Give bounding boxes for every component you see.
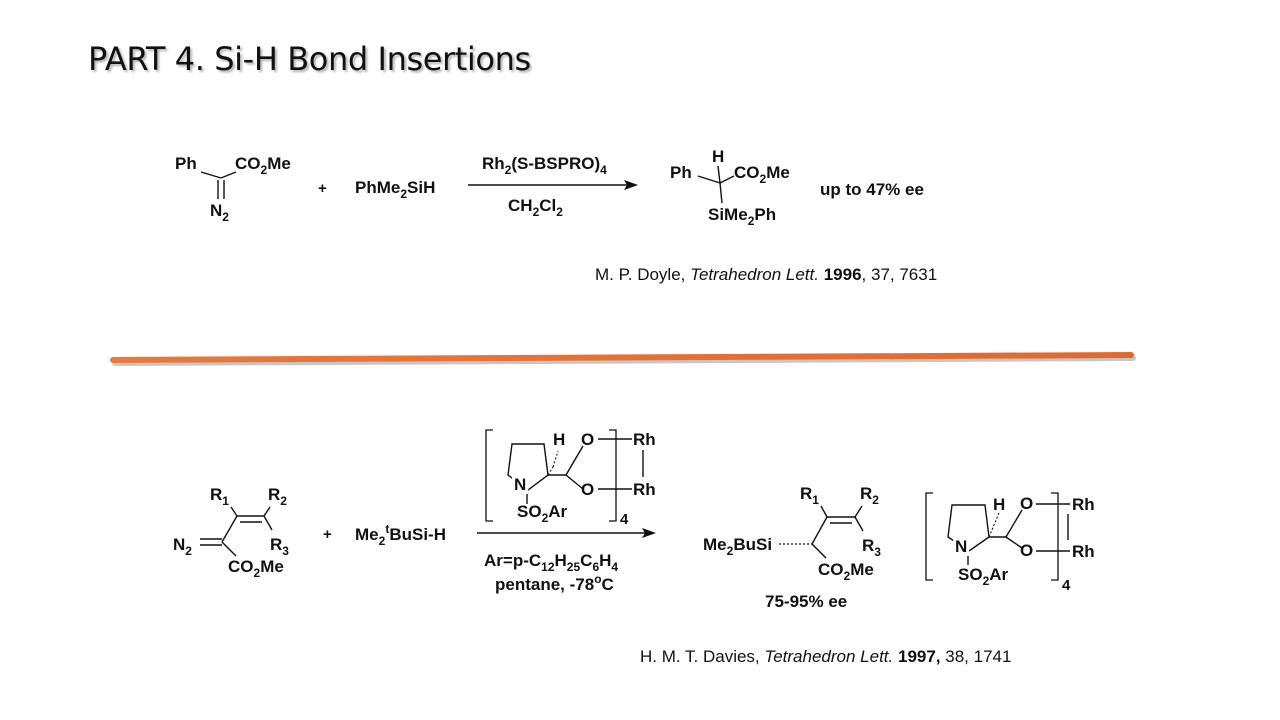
catalyst-2-o-bottom: O — [581, 480, 594, 499]
sm-ph-label: Ph — [175, 154, 197, 173]
catalyst-2r-so2ar: SO2Ar — [958, 565, 1009, 588]
product-2-co2me-label: CO2Me — [818, 560, 874, 583]
catalyst-2-so2ar: SO2Ar — [517, 502, 568, 525]
svg-text:N: N — [955, 537, 967, 556]
citation-2: H. M. T. Davies, Tetrahedron Lett. 1997,… — [640, 647, 1011, 666]
diazo-ester-structure: Ph CO2Me N2 — [175, 154, 291, 224]
silane-1: PhMe2SiH — [355, 178, 435, 201]
aryl-definition: Ar=p-C12H25C6H4 — [484, 551, 618, 574]
product-1-ph-label: Ph — [670, 163, 692, 182]
plus-sign-1: + — [318, 180, 327, 197]
catalyst-2-structure: 4 N N SO2Ar H O O Rh Rh — [485, 429, 656, 528]
catalyst-1: Rh2(S-BSPRO)4 — [482, 154, 607, 177]
catalyst-2-n-label: N — [514, 475, 526, 494]
catalyst-2r-n-label: N — [955, 537, 967, 556]
sm-n2-label: N2 — [210, 201, 229, 224]
catalyst-2-structure-right: 4 N N SO2Ar H O O Rh Rh — [925, 492, 1095, 594]
citation-1: M. P. Doyle, Tetrahedron Lett. 1996, 37,… — [595, 265, 937, 284]
product-2-r3-label: R3 — [862, 536, 881, 559]
catalyst-2-sub4: 4 — [620, 511, 629, 528]
sm-r1-label: R1 — [210, 485, 229, 508]
catalyst-2r-o-top: O — [1020, 494, 1033, 513]
product-2-structure: R1 R2 R3 Me2BuSi CO2Me — [703, 484, 881, 583]
reaction-arrow-2 — [477, 528, 656, 538]
catalyst-2r-sub4: 4 — [1062, 577, 1071, 594]
catalyst-2-rh-bottom: Rh — [633, 480, 656, 499]
product-1-h-label: H — [712, 147, 724, 166]
catalyst-2r-o-bottom: O — [1020, 541, 1033, 560]
reaction-arrow-1 — [468, 180, 638, 190]
product-1-structure: H Ph CO2Me SiMe2Ph — [670, 147, 790, 228]
section-divider — [110, 352, 1136, 366]
product-2-r1-label: R1 — [800, 484, 819, 507]
ee-value-2: 75-95% ee — [765, 592, 847, 611]
silane-2: Me2tBuSi-H — [355, 522, 446, 548]
plus-sign-2: + — [323, 526, 332, 543]
product-2-si-label: Me2BuSi — [703, 535, 772, 558]
conditions-2: pentane, -78oC — [495, 572, 614, 594]
sm-co2me-label: CO2Me — [235, 154, 291, 177]
slide-title: PART 4. Si-H Bond Insertions — [88, 40, 531, 78]
sm-r2-label: R2 — [268, 485, 287, 508]
catalyst-2-h-label: H — [553, 430, 565, 449]
catalyst-2r-rh-top: Rh — [1072, 495, 1095, 514]
catalyst-2r-rh-bottom: Rh — [1072, 542, 1095, 561]
catalyst-2r-h-label: H — [993, 495, 1005, 514]
ee-value-1: up to 47% ee — [820, 180, 924, 199]
sm-n2-label-2: N2 — [173, 535, 192, 558]
catalyst-2-o-top: O — [581, 430, 594, 449]
catalyst-2-rh-top: Rh — [633, 430, 656, 449]
product-2-r2-label: R2 — [860, 484, 879, 507]
reaction-2: R1 R2 R3 N2 CO2Me + Me2tBuSi-H 4 N N — [173, 429, 1095, 666]
sm-co2me-label-2: CO2Me — [228, 557, 284, 580]
solvent-1: CH2Cl2 — [508, 196, 563, 219]
svg-text:N: N — [514, 475, 526, 494]
product-1-co2me-label: CO2Me — [734, 163, 790, 186]
product-1-si-label: SiMe2Ph — [708, 205, 776, 228]
reaction-1: Ph CO2Me N2 + PhMe2SiH Rh2(S-BSPRO)4 CH2… — [175, 147, 937, 284]
vinyldiazo-structure: R1 R2 R3 N2 CO2Me — [173, 485, 289, 580]
sm-r3-label: R3 — [270, 535, 289, 558]
